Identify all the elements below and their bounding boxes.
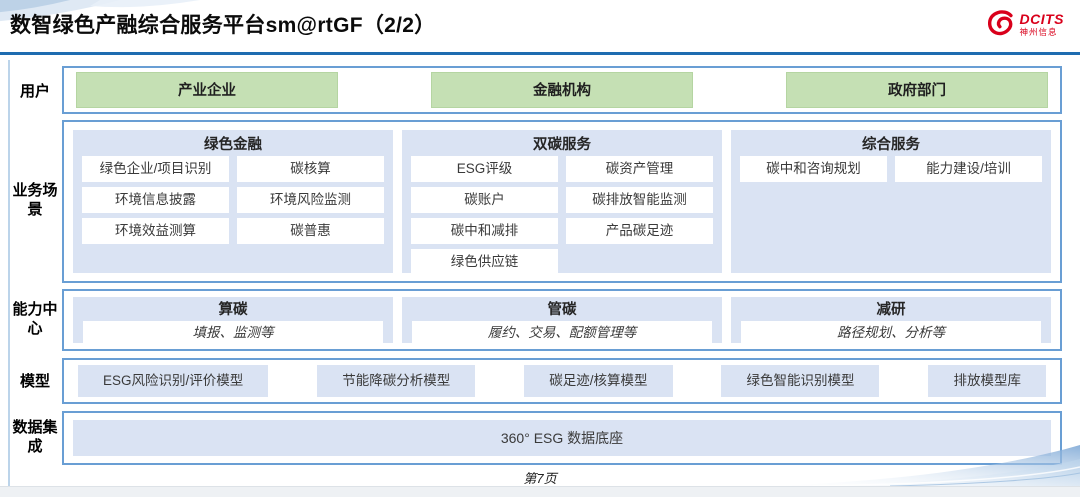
scenario-items-grid: ESG评级 碳资产管理 碳账户 碳排放智能监测 碳中和减排 产品碳足迹 绿色供应… — [411, 156, 713, 275]
capability-center-row: 算碳 填报、监测等 管碳 履约、交易、配额管理等 减研 路径规划、分析等 — [62, 289, 1062, 351]
scenario-column-title: 绿色金融 — [204, 137, 262, 153]
scenario-items-grid: 绿色企业/项目识别 碳核算 环境信息披露 环境风险监测 环境效益测算 碳普惠 — [82, 156, 384, 244]
dcits-brand-name: DCITS — [1019, 10, 1064, 27]
user-box-industry: 产业企业 — [76, 72, 338, 108]
label-data-integration: 数据集成 — [12, 419, 58, 455]
page-number: 第7页 — [523, 471, 557, 486]
dcits-chinese-name: 神州信息 — [1019, 26, 1058, 37]
scenario-item: 碳核算 — [237, 156, 384, 182]
capability-title: 算碳 — [218, 302, 248, 318]
slide-header: 数智绿色产融综合服务平台sm@rtGF（2/2） DCITS 神州信息 — [0, 0, 1080, 55]
user-box-financial: 金融机构 — [431, 72, 693, 108]
capability-description: 履约、交易、配额管理等 — [412, 321, 712, 345]
scenario-item: 碳账户 — [411, 187, 558, 213]
left-accent-line — [8, 60, 10, 486]
scenario-item: ESG评级 — [411, 156, 558, 182]
models-row: ESG风险识别/评价模型 节能降碳分析模型 碳足迹/核算模型 绿色智能识别模型 … — [62, 358, 1062, 404]
scenario-item: 碳排放智能监测 — [566, 187, 713, 213]
dcits-logo-text: DCITS 神州信息 — [1020, 12, 1065, 37]
label-business-scenarios: 业务场景 — [12, 182, 58, 218]
label-users: 用户 — [19, 83, 50, 100]
model-box-carbon-footprint: 碳足迹/核算模型 — [524, 365, 673, 397]
scenario-column-green-finance: 绿色金融 绿色企业/项目识别 碳核算 环境信息披露 环境风险监测 环境效益测算 … — [73, 130, 393, 273]
scenario-item: 碳中和减排 — [411, 218, 558, 244]
scenario-item: 环境信息披露 — [82, 187, 229, 213]
scenario-column-comprehensive: 综合服务 碳中和咨询规划 能力建设/培训 — [731, 130, 1051, 273]
model-box-energy-saving: 节能降碳分析模型 — [317, 365, 476, 397]
scenario-column-title: 综合服务 — [862, 137, 920, 153]
capability-title: 管碳 — [547, 302, 577, 318]
data-integration-row: 360° ESG 数据底座 — [62, 411, 1062, 465]
capability-description: 路径规划、分析等 — [741, 321, 1041, 345]
business-scenarios-row: 绿色金融 绿色企业/项目识别 碳核算 环境信息披露 环境风险监测 环境效益测算 … — [62, 120, 1062, 283]
scenario-item: 产品碳足迹 — [566, 218, 713, 244]
scenario-item: 环境效益测算 — [82, 218, 229, 244]
model-box-green-recognition: 绿色智能识别模型 — [721, 365, 880, 397]
scenario-item: 碳资产管理 — [566, 156, 713, 182]
capability-title: 减研 — [876, 302, 906, 318]
capability-card-carbon-management: 管碳 履约、交易、配额管理等 — [402, 297, 722, 345]
label-capability-center: 能力中心 — [12, 301, 58, 337]
scenario-items-grid: 碳中和咨询规划 能力建设/培训 — [740, 156, 1042, 182]
scenario-item: 绿色企业/项目识别 — [82, 156, 229, 182]
capability-card-reduction-research: 减研 路径规划、分析等 — [731, 297, 1051, 345]
scenario-item: 绿色供应链 — [411, 249, 558, 275]
label-models: 模型 — [19, 373, 50, 390]
model-box-emission-library: 排放模型库 — [928, 365, 1046, 397]
scenario-item: 能力建设/培训 — [895, 156, 1042, 182]
scenario-column-dual-carbon: 双碳服务 ESG评级 碳资产管理 碳账户 碳排放智能监测 碳中和减排 产品碳足迹… — [402, 130, 722, 275]
bottom-strip — [0, 486, 1080, 497]
user-box-government: 政府部门 — [786, 72, 1048, 108]
scenario-item: 碳中和咨询规划 — [740, 156, 887, 182]
users-row: 产业企业 金融机构 政府部门 — [62, 66, 1062, 114]
capability-description: 填报、监测等 — [83, 321, 383, 345]
page-title: 数智绿色产融综合服务平台sm@rtGF（2/2） — [10, 14, 436, 37]
scenario-item: 碳普惠 — [237, 218, 384, 244]
scenario-item: 环境风险监测 — [237, 187, 384, 213]
scenario-column-title: 双碳服务 — [533, 137, 591, 153]
esg-data-base-box: 360° ESG 数据底座 — [73, 420, 1051, 456]
model-box-esg-risk: ESG风险识别/评价模型 — [78, 365, 269, 397]
dcits-swirl-icon — [987, 10, 1013, 36]
capability-card-carbon-accounting: 算碳 填报、监测等 — [73, 297, 393, 345]
dcits-logo: DCITS 神州信息 — [985, 8, 1065, 40]
